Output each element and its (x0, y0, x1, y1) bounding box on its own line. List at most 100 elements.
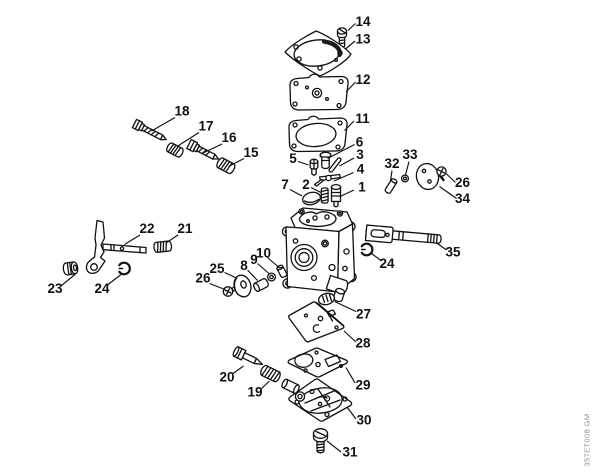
callout-label-28: 28 (355, 336, 371, 351)
callout-label-27: 27 (356, 307, 371, 322)
part-5-screw (309, 158, 319, 177)
part-3-pin (328, 157, 342, 173)
callout-leader-26 (209, 282, 226, 291)
part-32-plug (384, 178, 398, 194)
callout-leader-10 (267, 257, 280, 268)
part-31-screw (312, 428, 329, 454)
callout-label-5: 5 (289, 151, 297, 166)
callout-leader-18 (151, 117, 176, 132)
part-2-spring (320, 187, 329, 204)
callout-label-19: 19 (247, 385, 262, 400)
callout-label-29: 29 (355, 378, 370, 393)
callout-label-31: 31 (342, 445, 358, 460)
part-17-spring (166, 142, 184, 158)
callout-leader-28 (343, 330, 357, 343)
callout-leader-12 (345, 81, 356, 93)
callout-label-26: 26 (195, 271, 211, 286)
part-nozzle-boss (281, 378, 306, 402)
callout-label-2: 2 (302, 177, 310, 192)
callout-leader-32 (389, 170, 393, 182)
callout-label-10: 10 (256, 246, 271, 261)
callout-leader-23 (61, 274, 76, 286)
callout-leader-2 (310, 186, 322, 194)
callout-leader-33 (404, 161, 410, 176)
part-28-metering-plate (288, 301, 345, 343)
callout-leader-27 (334, 300, 357, 313)
callout-leader-21 (165, 234, 179, 244)
callout-leader-22 (124, 234, 141, 245)
callout-leader-7 (289, 188, 303, 197)
callout-leader-15 (228, 157, 245, 168)
watermark-code: 357ET008 GM (583, 413, 592, 466)
callout-label-6: 6 (356, 135, 364, 150)
part-15-spring (216, 157, 236, 175)
callout-leader-24 (371, 253, 382, 261)
part-35-throttle-shaft (364, 224, 442, 244)
callout-leader-3 (339, 157, 355, 167)
callout-label-17: 17 (198, 119, 213, 134)
callout-label-24: 24 (94, 281, 110, 296)
callout-leader-11 (344, 120, 355, 131)
part-14-screw (336, 27, 348, 48)
callout-leader-9 (257, 263, 270, 274)
callout-leader-30 (346, 406, 357, 420)
part-20-screw (232, 346, 264, 366)
part-27-plug (317, 292, 336, 306)
callout-leader-13 (345, 40, 356, 50)
part-9-nut (266, 272, 277, 282)
part-33-ring (400, 174, 410, 183)
callout-label-23: 23 (47, 281, 63, 296)
callout-leader-17 (176, 132, 200, 147)
callout-leader-16 (201, 143, 223, 155)
callout-label-35: 35 (445, 245, 461, 260)
part-23-bushing (62, 261, 79, 276)
callout-leader-35 (435, 242, 447, 251)
callout-label-9: 9 (250, 252, 258, 267)
part-4-inlet-lever (313, 173, 342, 187)
callout-label-21: 21 (177, 221, 193, 236)
callout-label-18: 18 (174, 104, 190, 119)
callout-leader-24 (107, 274, 122, 286)
callout-leader-20 (232, 365, 244, 374)
part-16-screw (186, 138, 220, 160)
callout-leader-34 (439, 186, 457, 199)
part-24-eclip-left (118, 261, 131, 276)
part-11-pump-gasket (288, 115, 348, 153)
callout-label-7: 7 (281, 177, 289, 192)
part-6-inlet-valve (319, 151, 332, 170)
callout-leader-29 (345, 367, 356, 384)
callout-label-22: 22 (139, 221, 154, 236)
callout-label-12: 12 (355, 72, 370, 87)
callout-leader-26 (445, 173, 456, 183)
callout-label-8: 8 (240, 258, 248, 273)
callout-leader-8 (247, 269, 258, 281)
part-29-gasket (287, 347, 348, 378)
part-25-washer (233, 274, 252, 298)
part-26-screw-right (436, 166, 447, 182)
part-7-plug (301, 191, 322, 206)
callout-leader-19 (260, 380, 270, 390)
callout-label-34: 34 (455, 191, 471, 206)
part-8-bushing (253, 278, 269, 293)
part-34-choke-disc (415, 162, 440, 191)
callout-label-1: 1 (358, 180, 366, 195)
part-carburetor-body (281, 207, 357, 303)
callout-label-33: 33 (402, 147, 418, 162)
part-21-spring (153, 240, 173, 253)
part-18-screw (131, 118, 167, 141)
callout-label-30: 30 (356, 413, 371, 428)
callout-label-24: 24 (379, 256, 395, 271)
part-12-pump-diaphragm (289, 73, 349, 111)
callout-leader-5 (297, 160, 309, 166)
callout-label-25: 25 (209, 261, 225, 276)
part-22-choke-lever (85, 219, 147, 274)
callout-label-13: 13 (355, 32, 371, 47)
callout-leader-14 (347, 23, 356, 31)
callout-label-32: 32 (384, 156, 399, 171)
callout-leader-25 (224, 271, 236, 279)
callout-leader-4 (333, 171, 354, 182)
part-30-cover (288, 378, 353, 422)
